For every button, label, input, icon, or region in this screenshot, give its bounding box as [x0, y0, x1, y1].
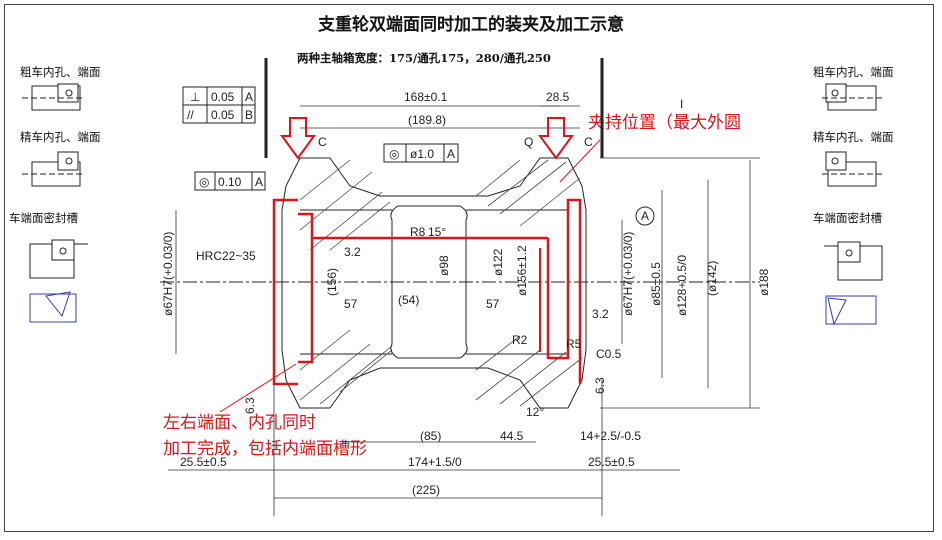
- dim-285: 28.5: [546, 90, 570, 104]
- dim-225: (225): [412, 483, 440, 497]
- clamp-arrow-right: [538, 117, 574, 160]
- right-finish-label: 精车内孔、端面: [813, 130, 894, 144]
- tolerance-frame-parallel: [182, 104, 256, 124]
- dim-d142: (ø142): [705, 261, 719, 296]
- left-seal-label: 车端面密封槽: [9, 211, 78, 225]
- tol-perp-value: 0.05: [211, 90, 235, 104]
- tol-coax-left-value: 0.10: [218, 175, 242, 189]
- dim-r5: R5: [566, 337, 582, 351]
- dim-r2: R2: [512, 333, 528, 347]
- dim-roughness-32-a: 3.2: [344, 245, 361, 259]
- dim-12deg: 12°: [526, 405, 544, 419]
- label-i: I: [680, 97, 683, 111]
- tol-coax-left-datum: A: [255, 175, 263, 189]
- dim-d122: ø122: [491, 248, 505, 276]
- tol-perp-datum: A: [245, 90, 253, 104]
- dim-d98: ø98: [437, 255, 451, 276]
- dim-d128: ø128+0.5/0: [675, 255, 689, 316]
- label-q: Q: [524, 135, 533, 149]
- spindle-width-note: 两种主轴箱宽度：175/通孔175，280/通孔250: [297, 51, 551, 65]
- left-rough-label: 粗车内孔、端面: [20, 65, 101, 79]
- dim-156-left: (156): [325, 268, 339, 296]
- label-c-left: C: [318, 135, 327, 149]
- dim-roughness-63-b: 6.3: [593, 377, 607, 394]
- tol-parallel-value: 0.05: [211, 108, 235, 122]
- dim-255-right: 25.5±0.5: [588, 455, 635, 469]
- left-rough-tool-icon: [22, 83, 82, 111]
- dim-255-left: 25.5±0.5: [180, 455, 227, 469]
- dim-168: 168±0.1: [404, 90, 448, 104]
- page-title: 支重轮双端面同时加工的装夹及加工示意: [318, 15, 624, 35]
- right-face-profile: [546, 198, 582, 384]
- dim-85-bottom: (85): [420, 429, 441, 443]
- left-finish-tool-icon: [22, 151, 82, 187]
- dim-54: (54): [398, 293, 419, 307]
- clamp-arrow-left: [280, 117, 316, 160]
- tol-parallel-symbol: //: [187, 108, 194, 122]
- process-note-line1: 左右端面、内孔同时: [163, 413, 316, 433]
- right-rough-tool-icon: [822, 83, 884, 111]
- left-face-profile: [272, 198, 298, 386]
- tolerance-frame-coaxial-left: [194, 171, 266, 191]
- clamp-leader: [559, 139, 601, 183]
- label-c-right: C: [584, 135, 593, 149]
- tol-coax-top-symbol: ◎: [389, 147, 399, 161]
- dim-r8: R8: [410, 225, 426, 239]
- dim-d188: ø188: [757, 268, 771, 296]
- right-seal-label: 车端面密封槽: [813, 211, 882, 225]
- tol-coax-top-datum: A: [447, 147, 455, 161]
- roller-cross-section: [160, 157, 760, 409]
- process-note-line2: 加工完成，包括内端面槽形: [163, 439, 367, 459]
- tol-parallel-datum: B: [245, 108, 253, 122]
- dim-57-right: 57: [486, 297, 500, 311]
- dim-445: 44.5: [500, 429, 524, 443]
- dim-14: 14+2.5/-0.5: [580, 429, 641, 443]
- dim-1898: (189.8): [408, 113, 446, 127]
- dim-roughness-63-a: 6.3: [243, 397, 257, 414]
- tol-coax-top-value: ø1.0: [410, 147, 434, 161]
- tol-coax-left-symbol: ◎: [199, 175, 209, 189]
- dim-d67-right: ø67H7(+0.03/0): [621, 232, 635, 316]
- dimension-lines: [168, 105, 760, 516]
- dim-174: 174+1.5/0: [408, 455, 462, 469]
- dim-15deg: 15°: [428, 225, 446, 239]
- dim-d85: ø85±0.5: [649, 262, 663, 306]
- dim-c05: C0.5: [596, 347, 622, 361]
- process-leader: [219, 363, 297, 413]
- dim-d156: ø156±1.2: [515, 245, 529, 296]
- datum-a-circle: [635, 206, 655, 226]
- left-finish-label: 精车内孔、端面: [20, 130, 101, 144]
- clamp-position-note: 夹持位置（最大外圆: [588, 113, 741, 133]
- dim-roughness-32-b: 3.2: [592, 307, 609, 321]
- dim-57-left: 57: [344, 297, 358, 311]
- red-markup: [219, 117, 601, 413]
- drawing-frame: [4, 4, 934, 532]
- tol-perp-symbol: ⊥: [190, 90, 200, 104]
- label-a: A: [641, 209, 649, 223]
- tolerance-frame-coaxial-top: [383, 143, 459, 163]
- left-seal-groove-icon: [29, 239, 88, 323]
- right-finish-tool-icon: [822, 151, 884, 187]
- dim-hrc: HRC22~35: [196, 249, 256, 263]
- dim-d67-left: ø67H7(+0.03/0): [161, 232, 175, 316]
- right-rough-label: 粗车内孔、端面: [813, 65, 894, 79]
- right-seal-groove-icon: [824, 241, 883, 326]
